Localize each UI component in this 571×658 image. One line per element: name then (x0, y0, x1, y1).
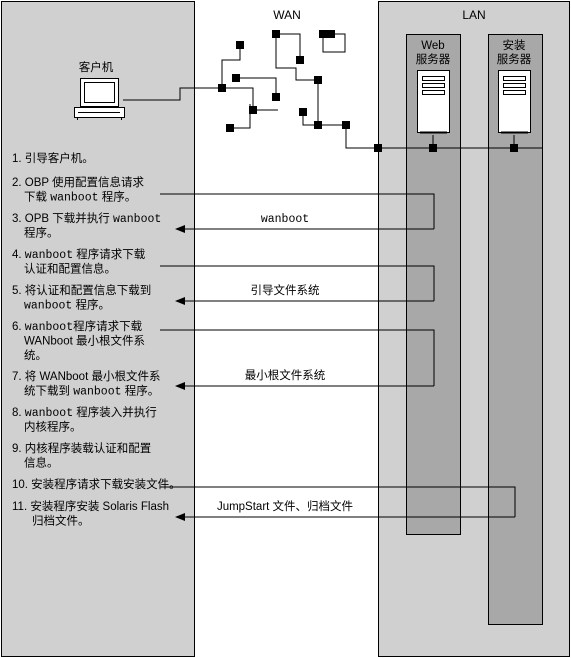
step-5-line-2: wanboot 程序。 (24, 298, 110, 313)
transfer-3-request-line (160, 329, 435, 386)
transfer-4: JumpStart 文件、归档文件 (160, 486, 516, 521)
transfer-3-label: 最小根文件系统 (245, 368, 326, 382)
step-7-line-2: 统下载到 wanboot 程序。 (24, 384, 159, 399)
step-2-line-2: 下载 wanboot 程序。 (24, 190, 136, 205)
step-5-line-1: 5. 将认证和配置信息下载到 (12, 283, 151, 297)
step-9-line-2: 信息。 (24, 456, 59, 470)
step-6-line-3: 统。 (24, 349, 47, 362)
step-6-line-2: WANboot 最小根文件系 (24, 334, 145, 348)
wan-header: WAN (273, 8, 301, 22)
transfer-2-request-line (160, 265, 435, 301)
tower-server-icon (498, 70, 531, 134)
transfer-2: 引导文件系统 (160, 265, 435, 305)
step-6-line-1: 6. wanboot程序请求下载 (12, 319, 143, 334)
web-server-label-line1: Web (421, 40, 444, 52)
install-server-label-line1: 安装 (503, 38, 526, 52)
wan-network (123, 33, 378, 149)
transfer-4-request-line (160, 486, 516, 517)
transfer-2-label: 引导文件系统 (251, 283, 320, 297)
step-2-line-1: 2. OBP 使用配置信息请求 (12, 175, 145, 189)
install-server-label-line2: 服务器 (497, 52, 532, 66)
step-1-line-1: 1. 引导客户机。 (12, 151, 94, 165)
step-7-line-1: 7. 将 WANboot 最小根文件系 (12, 369, 160, 383)
transfer-1-label: wanboot (261, 213, 309, 226)
step-8-line-2: 内核程序。 (24, 420, 82, 434)
step-11-line-2: 归档文件。 (32, 514, 90, 528)
desktop-computer-icon (74, 78, 125, 120)
step-9-line-1: 9. 内核程序装载认证和配置 (12, 441, 151, 455)
step-8-line-1: 8. wanboot 程序装入并执行 (12, 405, 157, 420)
wan-nodes (218, 30, 518, 152)
step-10-line-1: 10. 安装程序请求下载安装文件。 (12, 477, 181, 491)
step-3-line-2: 程序。 (24, 226, 59, 240)
step-4-line-1: 4. wanboot 程序请求下载 (12, 247, 146, 262)
transfer-3: 最小根文件系统 (160, 329, 435, 390)
step-11-line-1: 11. 安装程序安装 Solaris Flash (12, 499, 169, 513)
transfer-1: wanboot (160, 193, 435, 233)
transfer-1-request-line (160, 193, 435, 229)
transfer-4-label: JumpStart 文件、归档文件 (217, 499, 353, 513)
lan-header: LAN (462, 8, 485, 22)
web-server: Web 服务器 (416, 40, 451, 134)
step-4-line-2: 认证和配置信息。 (24, 262, 116, 276)
tower-server-icon (417, 70, 450, 134)
client-label: 客户机 (79, 60, 114, 74)
install-server: 安装 服务器 (497, 38, 532, 134)
web-server-label-line2: 服务器 (416, 52, 451, 66)
step-3-line-1: 3. OPB 下载并执行 wanboot (12, 211, 161, 226)
